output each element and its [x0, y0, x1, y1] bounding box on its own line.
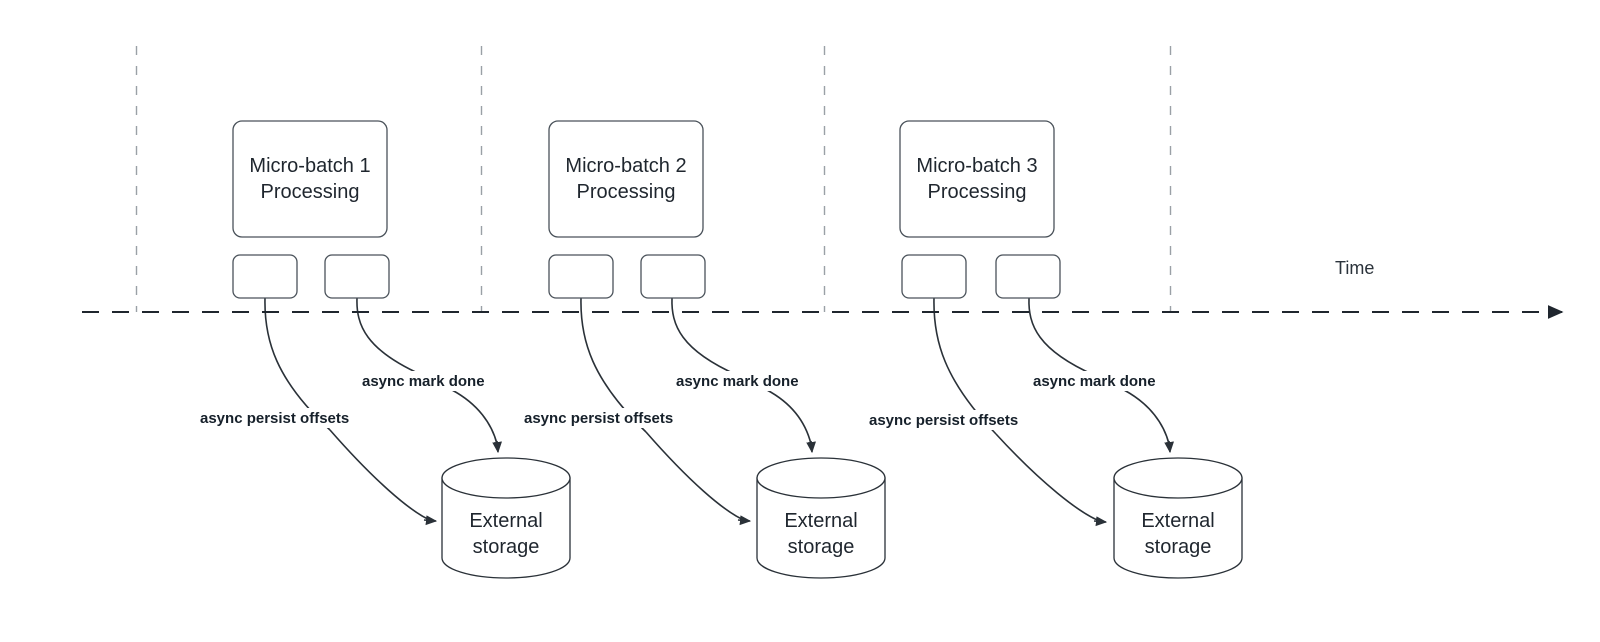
group-3-persist-label: async persist offsets: [869, 412, 1018, 429]
group-1: Micro-batch 1 Processing External storag…: [197, 120, 571, 579]
group-1-cylinder-top: [441, 457, 571, 499]
period-dividers: [135, 46, 1172, 312]
micro-batch-3-task-box-1[interactable]: [901, 254, 967, 299]
micro-batch-2-processing-box[interactable]: [548, 120, 704, 238]
group-1-markdone-connector: [356, 297, 423, 376]
group-2-markdone-arrowhead: [806, 440, 816, 454]
group-2-markdone-curve: [766, 389, 812, 445]
group-3-storage-label-line1: External: [1141, 510, 1214, 532]
micro-batch-1-processing-box[interactable]: [232, 120, 388, 238]
group-2-markdone-label-bg: [673, 371, 815, 391]
group-3-cylinder-body: [1113, 477, 1243, 579]
group-2-cylinder-top: [756, 457, 886, 499]
group-2-markdone-label: async mark done: [676, 373, 799, 390]
group-3-persist-arrowhead: [1093, 516, 1108, 527]
group-3-persist-curve: [995, 433, 1103, 523]
group-1-markdone-arrowhead: [492, 440, 502, 454]
time-axis: Time: [82, 258, 1564, 319]
group-2-external-storage[interactable]: External storage: [756, 457, 886, 579]
group-3: Micro-batch 3 Processing External storag…: [866, 120, 1243, 579]
group-2-persist-label: async persist offsets: [524, 410, 673, 427]
group-3-markdone-connector: [1028, 297, 1095, 376]
micro-batch-3-processing-box[interactable]: [899, 120, 1055, 238]
group-3-markdone-arrowhead: [1164, 440, 1174, 454]
group-1-persist-arrowhead: [423, 515, 438, 526]
group-2-persist-label-bg: [521, 408, 697, 428]
micro-batch-1-task-box-1[interactable]: [232, 254, 298, 299]
group-3-external-storage[interactable]: External storage: [1113, 457, 1243, 579]
group-1-markdone-label-bg: [359, 371, 501, 391]
group-2-persist-curve: [645, 431, 747, 522]
group-2-persist-arrowhead: [737, 515, 752, 526]
micro-batch-3-label-line1: Micro-batch 3: [916, 155, 1037, 177]
micro-batch-2-label-line1: Micro-batch 2: [565, 155, 686, 177]
group-3-storage-label-line2: storage: [1145, 536, 1212, 558]
group-3-cylinder-top: [1113, 457, 1243, 499]
micro-batch-2-task-box-1[interactable]: [548, 254, 614, 299]
group-1-persist-label-bg: [197, 408, 373, 428]
micro-batch-2-task-box-2[interactable]: [640, 254, 706, 299]
time-axis-label: Time: [1335, 258, 1374, 278]
group-1-markdone-curve: [451, 389, 498, 445]
group-1-persist-label: async persist offsets: [200, 410, 349, 427]
group-3-markdone-label: async mark done: [1033, 373, 1156, 390]
group-2-markdone-connector: [671, 297, 738, 376]
group-1-external-storage[interactable]: External storage: [441, 457, 571, 579]
group-1-storage-label-line2: storage: [473, 536, 540, 558]
micro-batch-3-task-box-2[interactable]: [995, 254, 1061, 299]
group-1-cylinder-body: [441, 477, 571, 579]
group-2-cylinder-body: [756, 477, 886, 579]
group-3-markdone-label-bg: [1030, 371, 1172, 391]
group-3-persist-label-bg: [866, 410, 1042, 430]
micro-batch-1-label-line2: Processing: [261, 181, 360, 203]
group-2-storage-label-line1: External: [784, 510, 857, 532]
micro-batch-1-task-box-2[interactable]: [324, 254, 390, 299]
group-1-markdone-label: async mark done: [362, 373, 485, 390]
micro-batch-1-label-line1: Micro-batch 1: [249, 155, 370, 177]
group-1-storage-label-line1: External: [469, 510, 542, 532]
group-3-markdone-curve: [1123, 389, 1170, 445]
group-1-persist-curve: [329, 429, 433, 522]
group-2: Micro-batch 2 Processing External storag…: [521, 120, 886, 579]
micro-batch-3-label-line2: Processing: [928, 181, 1027, 203]
group-2-storage-label-line2: storage: [788, 536, 855, 558]
micro-batch-2-label-line2: Processing: [577, 181, 676, 203]
